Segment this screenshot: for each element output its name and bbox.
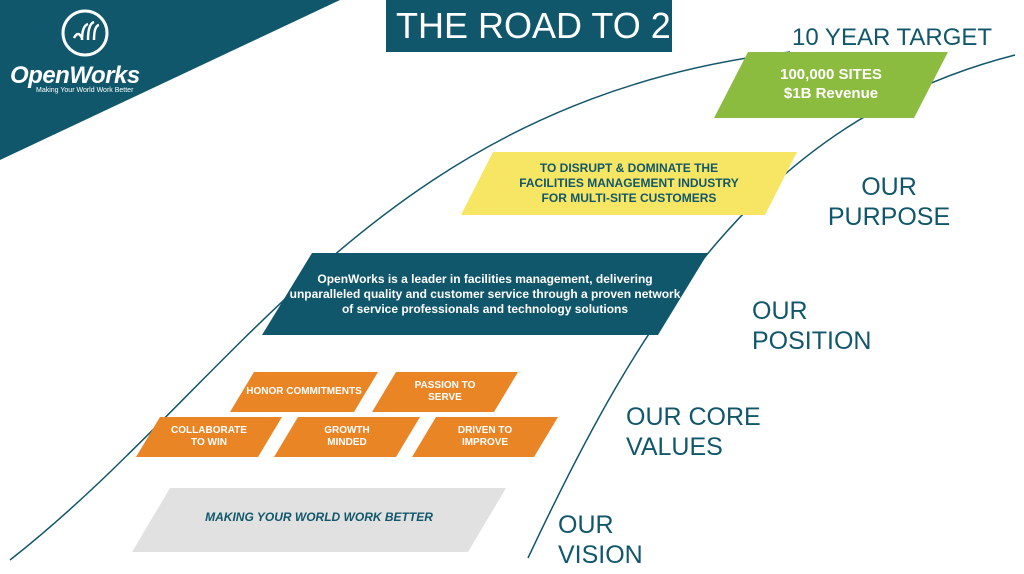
position-box: OpenWorks is a leader in facilities mana… bbox=[262, 253, 708, 335]
value-box-growth: GROWTH MINDED bbox=[274, 417, 420, 457]
value-box-honor: HONOR COMMITMENTS bbox=[230, 372, 378, 412]
value-text: TO WIN bbox=[191, 437, 227, 448]
value-text: IMPROVE bbox=[461, 437, 509, 448]
purpose-line: FOR MULTI-SITE CUSTOMERS bbox=[541, 191, 717, 205]
value-box-driven: DRIVEN TO IMPROVE bbox=[412, 417, 558, 457]
purpose-label-line: OUR bbox=[861, 173, 917, 201]
openworks-logo: OpenWorks Making Your World Work Better bbox=[8, 8, 158, 94]
value-box-collaborate: COLLABORATE TO WIN bbox=[136, 417, 282, 457]
target-heading: 10 YEAR TARGET bbox=[792, 24, 993, 51]
vision-label-line: OUR bbox=[558, 511, 614, 539]
purpose-label-line: PURPOSE bbox=[827, 203, 951, 231]
page-title: THE ROAD TO 2 bbox=[386, 0, 672, 52]
purpose-line: TO DISRUPT & DOMINATE THE bbox=[539, 161, 719, 175]
values-label-line: OUR CORE bbox=[626, 403, 761, 431]
logo-wave-icon bbox=[61, 9, 109, 57]
corner-banner bbox=[0, 0, 340, 160]
value-text: MINDED bbox=[327, 437, 367, 448]
position-line: OpenWorks is a leader in facilities mana… bbox=[317, 271, 653, 286]
value-text: COLLABORATE bbox=[171, 424, 247, 436]
target-line: $1B Revenue bbox=[783, 85, 879, 102]
vision-label-line: VISION bbox=[558, 541, 643, 569]
value-text: HONOR COMMITMENTS bbox=[246, 385, 362, 397]
value-box-passion: PASSION TO SERVE bbox=[372, 372, 518, 412]
value-text: SERVE bbox=[428, 392, 462, 403]
vision-box: MAKING YOUR WORLD WORK BETTER bbox=[132, 488, 506, 552]
value-text: DRIVEN TO bbox=[457, 424, 513, 436]
vision-text: MAKING YOUR WORLD WORK BETTER bbox=[205, 510, 433, 524]
purpose-label: OUR PURPOSE bbox=[827, 172, 951, 232]
position-line: unparalleled quality and customer servic… bbox=[289, 286, 681, 301]
position-label-line: POSITION bbox=[752, 327, 872, 355]
values-label: OUR CORE VALUES bbox=[626, 402, 761, 462]
position-line: of service professionals and technology … bbox=[341, 301, 629, 316]
position-label: OUR POSITION bbox=[752, 296, 871, 356]
target-box: 100,000 SITES $1B Revenue bbox=[714, 52, 948, 118]
vision-label: OUR VISION bbox=[558, 510, 643, 570]
logo-name: OpenWorks bbox=[10, 62, 140, 89]
purpose-line: FACILITIES MANAGEMENT INDUSTRY bbox=[519, 176, 739, 190]
value-text: PASSION TO bbox=[414, 379, 476, 391]
logo-tagline: Making Your World Work Better bbox=[36, 87, 134, 94]
target-line: 100,000 SITES bbox=[780, 66, 882, 84]
position-label-line: OUR bbox=[752, 297, 808, 325]
purpose-box: TO DISRUPT & DOMINATE THE FACILITIES MAN… bbox=[461, 152, 797, 215]
value-text: GROWTH bbox=[324, 424, 370, 436]
values-label-line: VALUES bbox=[626, 433, 723, 461]
